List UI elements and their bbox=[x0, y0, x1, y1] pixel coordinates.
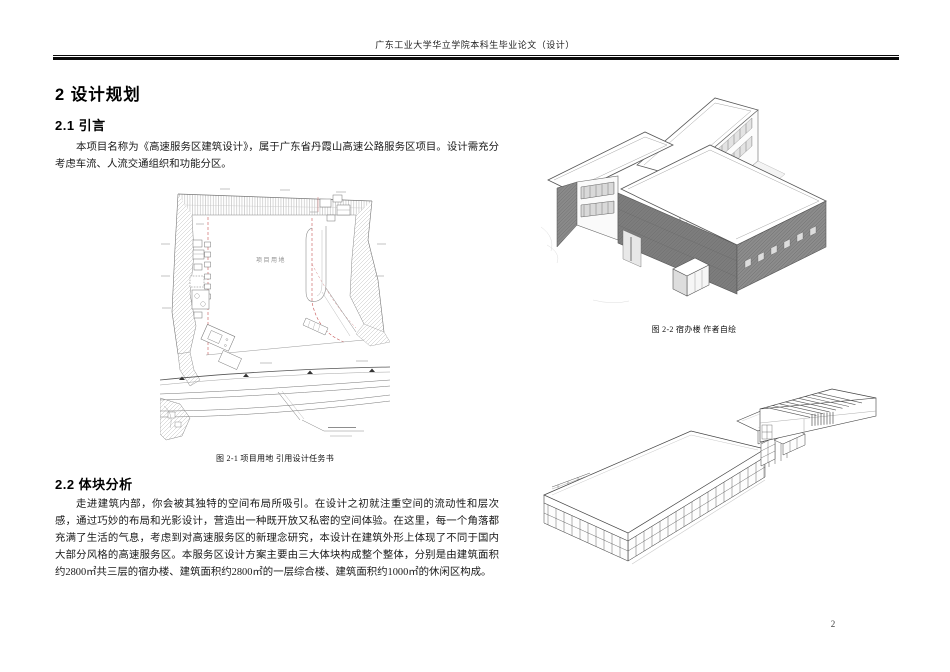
ground-shadow bbox=[631, 479, 766, 565]
left-wing-end-face bbox=[576, 175, 619, 241]
roof-louvers bbox=[765, 392, 863, 418]
dorm-building-drawing bbox=[540, 97, 827, 303]
site-structures-topright bbox=[317, 194, 351, 222]
site-label: 项目用地 bbox=[256, 256, 286, 264]
left-grid-panel bbox=[761, 424, 773, 440]
dorm-building-figure bbox=[533, 95, 878, 317]
page-number: 2 bbox=[830, 619, 836, 629]
slope-band-right bbox=[349, 200, 390, 347]
site-dimension-marks bbox=[161, 188, 386, 364]
site-structures-bottomleft bbox=[200, 323, 242, 370]
section-2-2-body: 走进建筑内部，你会被其独特的空间布局所吸引。在设计之初就注重空间的流动性和层次感… bbox=[55, 499, 499, 578]
site-plan-drawing: 项目用地 bbox=[160, 188, 390, 441]
section-2-2-heading: 2.2 体块分析 bbox=[55, 477, 133, 492]
slope-band-left bbox=[171, 193, 201, 387]
entrance-box bbox=[672, 257, 710, 297]
section-2-1-heading: 2.1 引言 bbox=[55, 118, 106, 133]
site-structures-left bbox=[189, 239, 211, 319]
section-2-1-body: 本项目名称为《高速服务区建筑设计》，属于广东省丹霞山高速公路服务区项目。设计需充… bbox=[55, 142, 499, 170]
ground-texture bbox=[540, 226, 630, 303]
complex-building-figure bbox=[528, 383, 880, 601]
base-line bbox=[543, 476, 766, 562]
curtain-wall-left bbox=[543, 502, 629, 562]
left-wing-gable-hatch bbox=[557, 182, 577, 247]
page-header: 广东工业大学华立学院本科生毕业论文（设计） bbox=[375, 40, 575, 50]
chapter-heading: 2 设计规划 bbox=[55, 86, 141, 104]
complex-building-drawing bbox=[543, 388, 877, 565]
right-volume bbox=[759, 388, 877, 443]
right-wall bbox=[736, 200, 827, 292]
site-plan-figure: 项目用地 bbox=[160, 184, 390, 448]
header-rule bbox=[53, 55, 899, 60]
facade-fins bbox=[811, 411, 834, 426]
figure-2-1-caption: 图 2-1 项目用地 引用设计任务书 bbox=[215, 454, 335, 463]
site-patch-bottomleft bbox=[160, 397, 191, 441]
site-loop-road bbox=[302, 226, 357, 337]
figure-2-2-caption: 图 2-2 宿办楼 作者自绘 bbox=[651, 325, 737, 334]
site-roads bbox=[160, 366, 390, 437]
